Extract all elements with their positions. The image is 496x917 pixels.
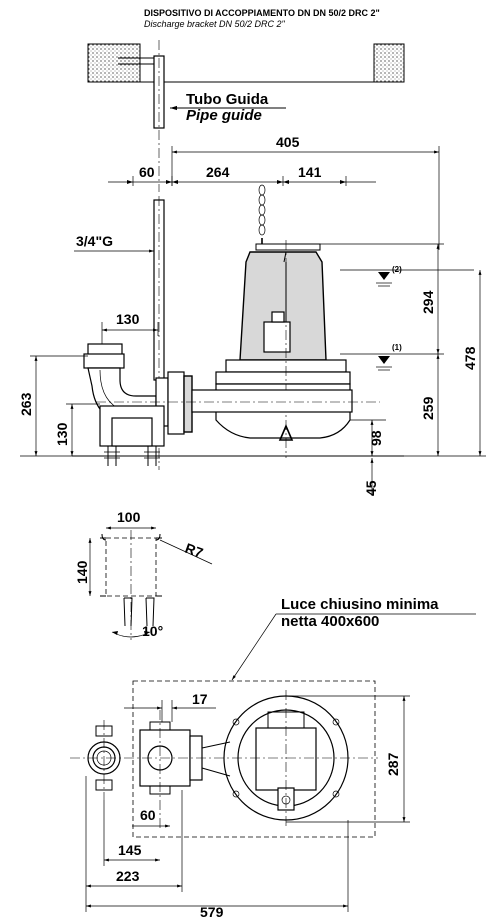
dim-60-top-label: 60 <box>139 164 155 180</box>
dimension-60-264-141: 60 264 141 <box>108 164 376 186</box>
drawing-title: DISPOSITIVO DI ACCOPPIAMENTO DN DN 50/2 … <box>144 8 380 18</box>
dim-140-label: 140 <box>74 560 90 584</box>
dimension-45: 45 <box>363 458 379 496</box>
cover-label-line1: Luce chiusino minima <box>281 596 439 613</box>
thread-label: 3/4"G <box>76 233 113 249</box>
dim-264-label: 264 <box>206 164 230 180</box>
dim-141-label: 141 <box>298 164 322 180</box>
dimension-17: 17 <box>124 691 216 722</box>
dim-98-label: 98 <box>368 430 384 446</box>
dimension-223: 223 <box>85 776 183 912</box>
discharge-pipe <box>96 389 380 413</box>
dim-287-label: 287 <box>385 752 401 776</box>
upper-guide-bracket <box>118 40 165 192</box>
level-1-label: (1) <box>392 343 402 352</box>
pump-body <box>215 184 351 458</box>
dimension-130-vertical: 130 <box>54 403 100 456</box>
bracket-detail: 100 140 R7 10° <box>74 509 213 640</box>
dim-17-label: 17 <box>192 691 208 707</box>
dimension-259: 259 <box>420 354 440 456</box>
dim-263-label: 263 <box>18 392 34 416</box>
dimension-60-plan: 60 <box>132 807 170 828</box>
dim-259-label: 259 <box>420 396 436 420</box>
dim-405-label: 405 <box>276 134 300 150</box>
dim-100-label: 100 <box>117 509 141 525</box>
guide-label-it: Tubo Guida <box>186 91 269 108</box>
r7-label: R7 <box>183 540 205 561</box>
dim-579-label: 579 <box>200 904 224 917</box>
cover-label-line2: netta 400x600 <box>281 613 379 630</box>
guide-label-en: Pipe guide <box>186 107 262 124</box>
dimension-294: 294 <box>320 243 444 354</box>
dimension-98: 98 <box>350 419 386 456</box>
dimension-130-horizontal: 130 <box>101 311 159 348</box>
dim-130-h-label: 130 <box>116 311 140 327</box>
dim-294-label: 294 <box>420 290 436 314</box>
dim-60-plan-label: 60 <box>140 807 156 823</box>
level-2-marker: (2) <box>340 265 474 287</box>
dim-130-v-label: 130 <box>54 422 70 446</box>
dimension-145: 145 <box>103 800 160 866</box>
dimension-263: 263 <box>18 355 88 456</box>
dimension-405: 405 <box>171 134 440 250</box>
dimension-579: 579 <box>86 820 349 917</box>
angle-label: 10° <box>142 623 163 639</box>
dim-478-label: 478 <box>462 346 478 370</box>
dim-145-label: 145 <box>118 842 142 858</box>
base-foot <box>99 405 165 466</box>
drawing-subtitle: Discharge bracket DN 50/2 DRC 2" <box>144 19 286 29</box>
dim-45-label: 45 <box>363 480 379 496</box>
ground-slab <box>87 43 405 83</box>
thread-dimension: 3/4"G <box>74 233 154 253</box>
dim-223-label: 223 <box>116 868 140 884</box>
dimension-478: 478 <box>404 270 486 457</box>
cover-opening <box>132 680 376 838</box>
level-2-label: (2) <box>392 265 402 274</box>
lifting-chain <box>258 184 266 236</box>
level-1-marker: (1) <box>340 343 444 371</box>
